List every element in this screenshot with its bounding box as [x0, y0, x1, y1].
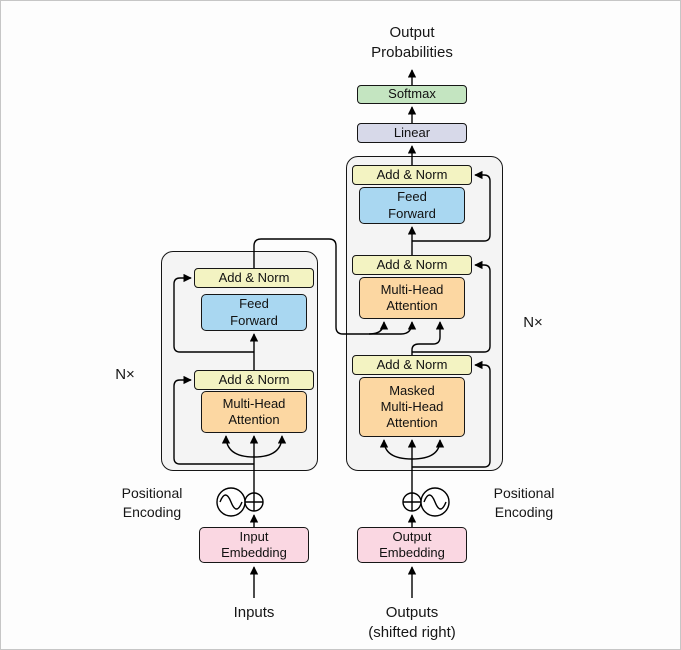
output-embedding-label: Output Embedding [379, 528, 445, 560]
nx-label-right: N× [523, 314, 543, 331]
feed-forward-box: Feed Forward [359, 187, 465, 224]
softmax-box: Softmax [357, 85, 467, 104]
feed-forward-label: Feed Forward [230, 296, 278, 328]
nx-label-left: N× [115, 366, 135, 383]
multi-head-attention-box: Multi-Head Attention [201, 391, 307, 433]
add-norm-label: Add & Norm [376, 166, 448, 182]
add-norm-label: Add & Norm [218, 371, 290, 387]
multi-head-attention-box: Multi-Head Attention [359, 277, 465, 319]
add-norm-label: Add & Norm [376, 256, 448, 272]
masked-multi-head-attention-label: Masked Multi-Head Attention [380, 382, 444, 431]
add-norm-box: Add & Norm [194, 268, 314, 288]
positional-encoding-label-right: Positional Encoding [493, 485, 555, 520]
feed-forward-label: Feed Forward [388, 189, 436, 221]
input-embedding-label: Input Embedding [221, 528, 287, 560]
multi-head-attention-label: Multi-Head Attention [380, 281, 444, 313]
inputs-label: Inputs [233, 604, 275, 621]
add-norm-box: Add & Norm [194, 370, 314, 390]
positional-encoding-icon [216, 487, 246, 517]
multi-head-attention-label: Multi-Head Attention [222, 395, 286, 427]
linear-box: Linear [357, 123, 467, 143]
outputs-label: Outputs (shifted right) [368, 604, 456, 642]
add-norm-box: Add & Norm [352, 355, 472, 375]
add-norm-box: Add & Norm [352, 165, 472, 185]
feed-forward-box: Feed Forward [201, 294, 307, 331]
add-norm-label: Add & Norm [218, 269, 290, 285]
positional-encoding-icon [420, 487, 450, 517]
add-norm-label: Add & Norm [376, 356, 448, 372]
add-icon [402, 492, 422, 512]
input-embedding-box: Input Embedding [199, 527, 309, 563]
positional-encoding-label-left: Positional Encoding [121, 485, 183, 520]
linear-label: Linear [393, 124, 431, 140]
softmax-label: Softmax [388, 86, 436, 102]
add-icon [244, 492, 264, 512]
masked-multi-head-attention-box: Masked Multi-Head Attention [359, 377, 465, 437]
add-norm-box: Add & Norm [352, 255, 472, 275]
output-embedding-box: Output Embedding [357, 527, 467, 563]
output-probabilities-label: Output Probabilities [371, 24, 453, 62]
